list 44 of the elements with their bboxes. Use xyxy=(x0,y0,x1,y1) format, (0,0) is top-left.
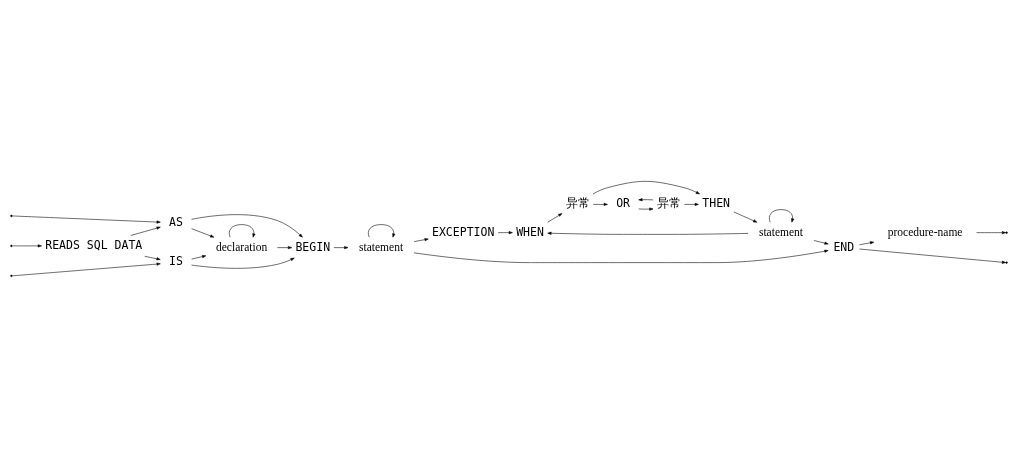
node-text: END xyxy=(833,239,855,254)
arrow xyxy=(191,257,295,269)
arrow xyxy=(592,180,700,194)
node-text: EXCEPTION xyxy=(431,224,495,239)
node-text: THEN xyxy=(702,195,731,210)
arrow xyxy=(684,202,699,206)
node-text: statement xyxy=(758,225,804,238)
arrow xyxy=(12,243,42,247)
arrow xyxy=(229,223,256,237)
arrow xyxy=(130,226,161,236)
arrow xyxy=(813,239,829,245)
node-text: WHEN xyxy=(516,224,544,239)
arrow xyxy=(11,215,161,224)
node-text: statement xyxy=(358,240,404,253)
arrow xyxy=(144,255,161,260)
arrow xyxy=(413,249,829,263)
arrow xyxy=(497,230,513,234)
arrow xyxy=(769,208,795,222)
node-text: AS xyxy=(168,214,183,229)
node-text: IS xyxy=(168,253,183,268)
node-text: BEGIN xyxy=(295,239,331,254)
arrow xyxy=(191,227,215,237)
arrow xyxy=(368,223,396,237)
arrow xyxy=(413,237,429,242)
arrow xyxy=(638,197,654,201)
arrow xyxy=(638,207,654,211)
arrow xyxy=(547,231,749,235)
node-text: procedure-name xyxy=(887,225,963,238)
node-text: 异常 xyxy=(656,196,681,209)
arrow xyxy=(859,240,875,245)
node-text: READS SQL DATA xyxy=(45,237,143,252)
arrow xyxy=(547,212,563,223)
arrow xyxy=(191,213,303,237)
arrow xyxy=(191,254,207,259)
node-text: 异常 xyxy=(565,196,590,209)
arrow xyxy=(333,245,349,249)
arrow xyxy=(859,248,1006,264)
arrow xyxy=(11,262,161,276)
arrow xyxy=(976,230,1006,234)
arrow xyxy=(592,202,608,206)
arrow xyxy=(733,211,758,222)
node-text: OR xyxy=(616,195,631,210)
arrow xyxy=(277,245,292,249)
node-text: declaration xyxy=(216,240,268,253)
